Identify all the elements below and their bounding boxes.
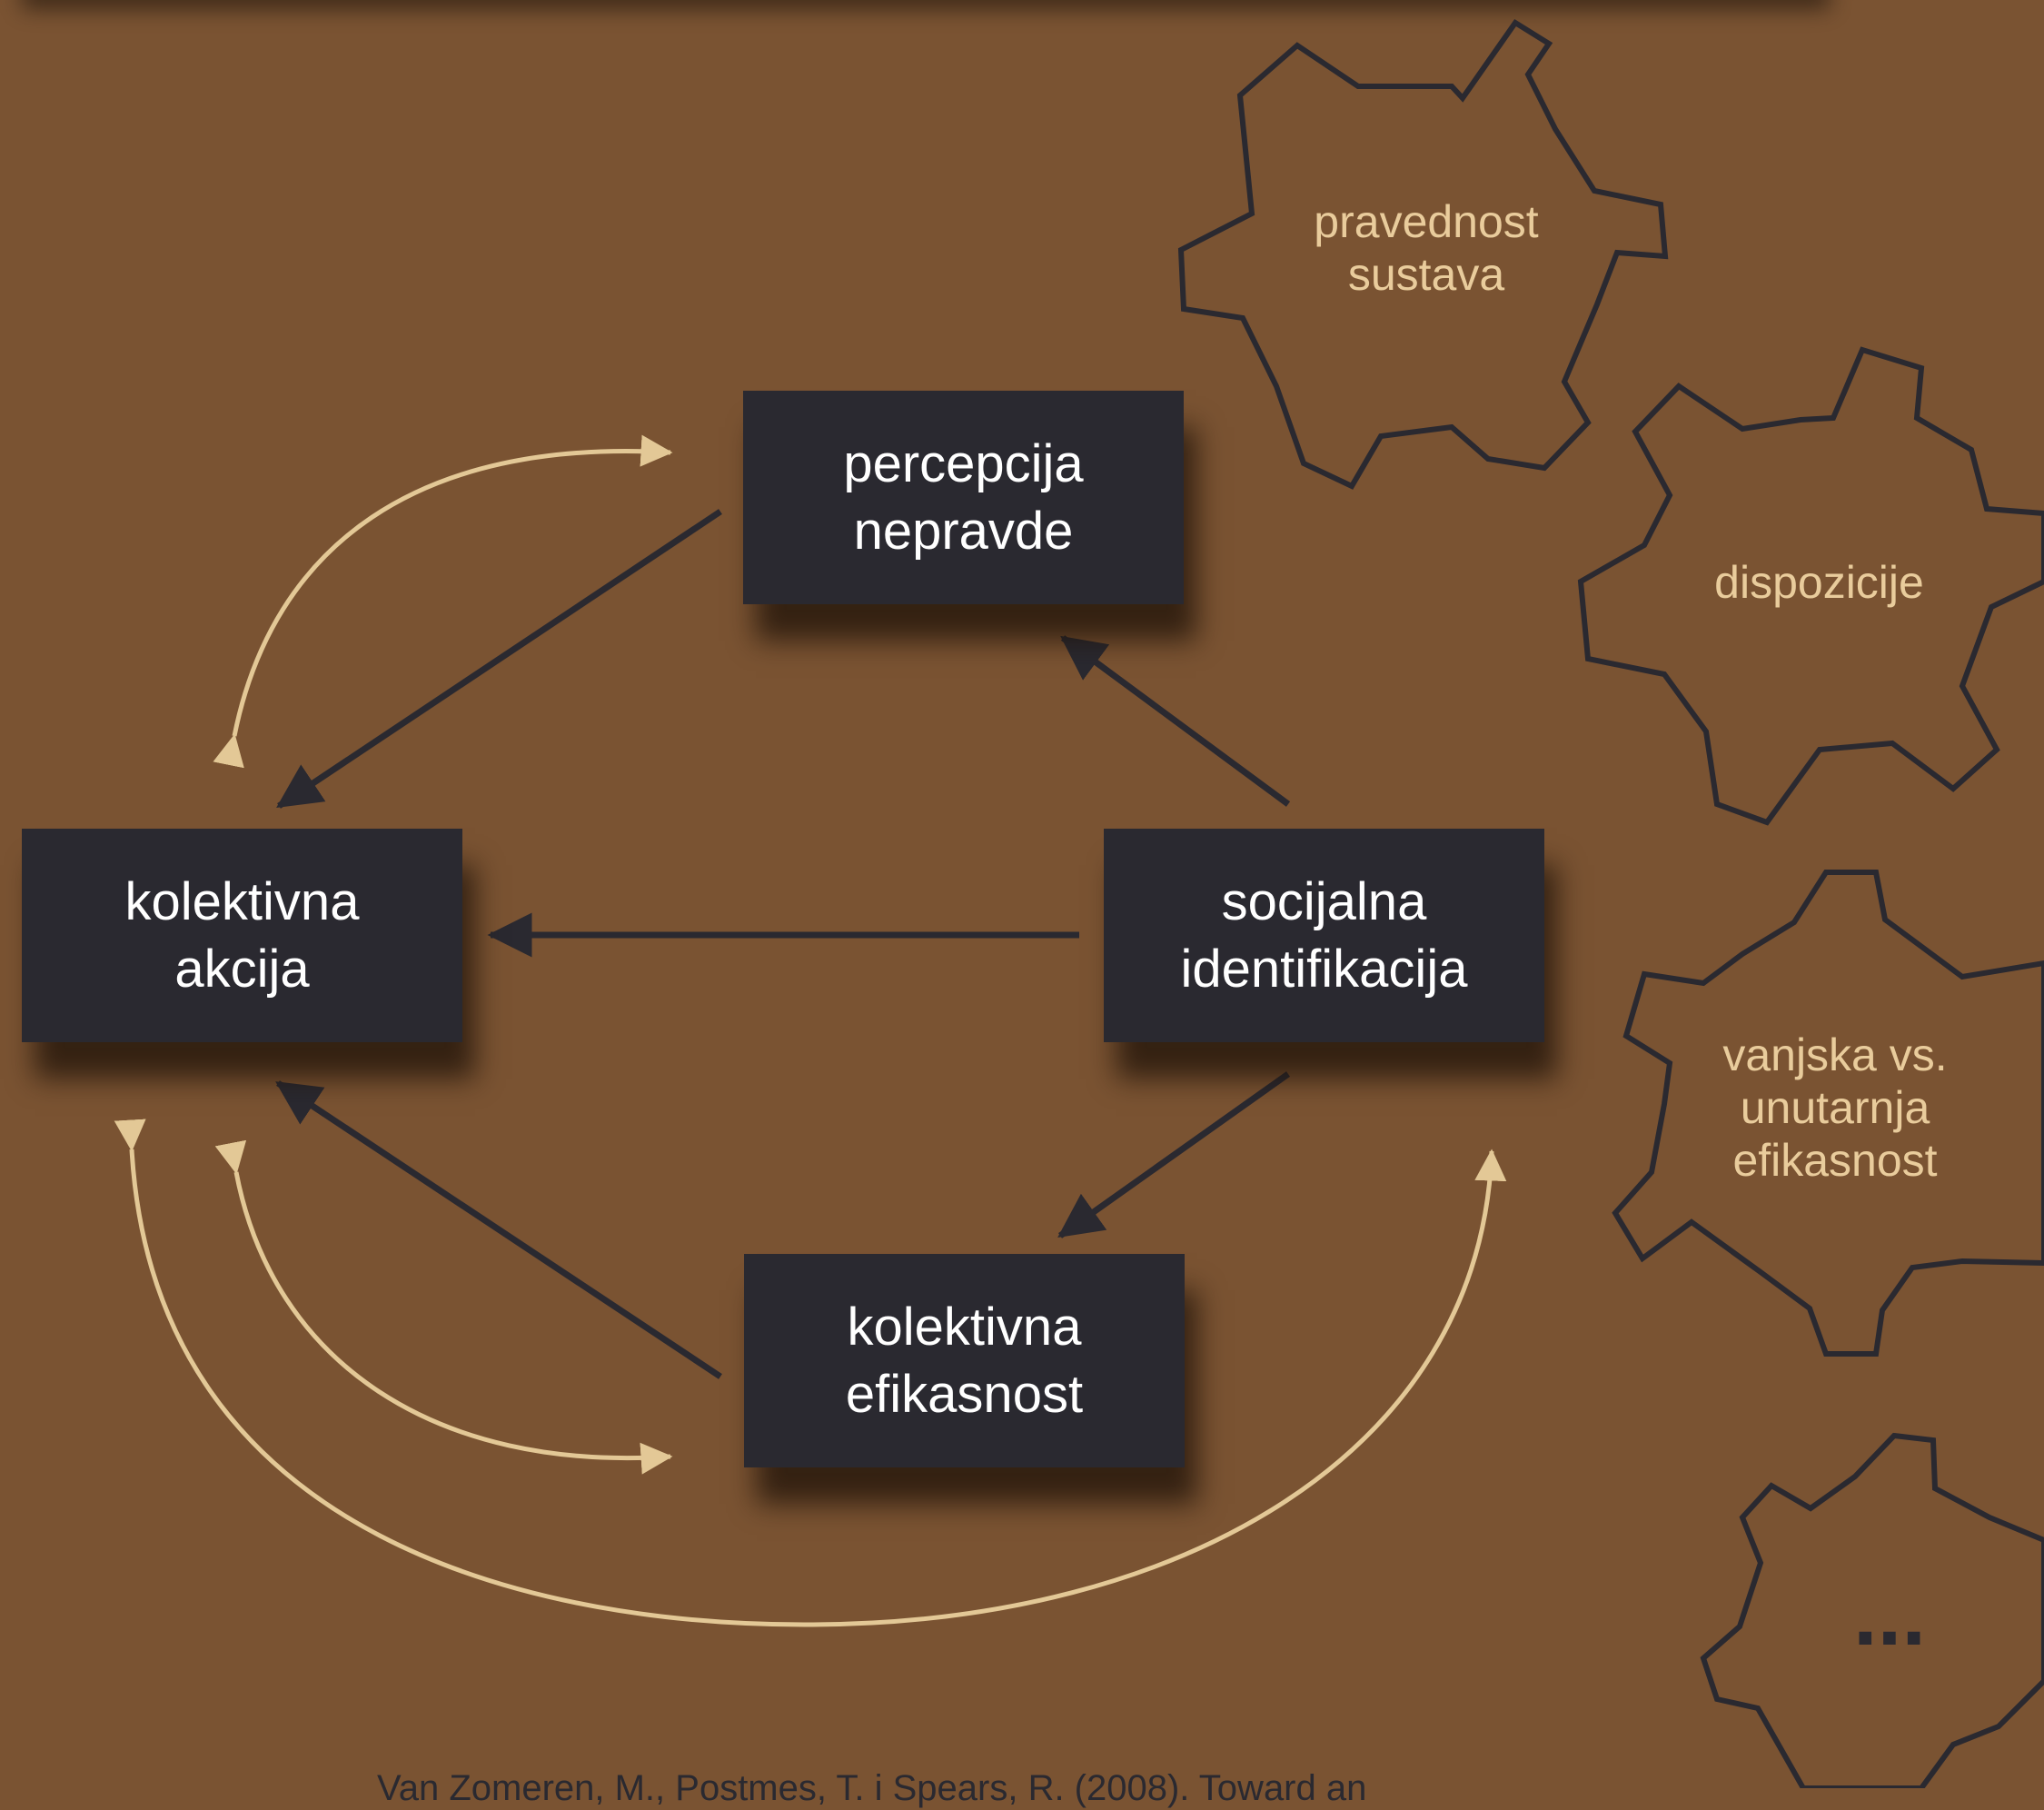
curve-percepcija-akcija: [213, 434, 673, 769]
arrow-identifikacija-to-efikasnost: [1057, 1071, 1291, 1238]
top-shadow-bar: [22, 0, 1830, 9]
citation-text: Van Zomeren, M., Postmes, T. i Spears, R…: [377, 1768, 1367, 1808]
node-kolektivna-efikasnost: kolektivna efikasnost: [744, 1254, 1185, 1467]
node-socijalna-identifikacija: socijalna identifikacija: [1104, 829, 1544, 1042]
gear-label-more: ...: [1852, 1566, 1926, 1664]
arrow-efikasnost-to-akcija: [275, 1080, 722, 1379]
gear-label-dispozicije: dispozicije: [1714, 557, 1924, 608]
gear-more: [1700, 1432, 2044, 1788]
gear-dispozicije: [1577, 346, 2044, 826]
gear-pravednost: [1177, 18, 1669, 490]
gear-label-pravednost: pravednost sustava: [1314, 196, 1539, 300]
curve-efikasnost-akcija: [214, 1139, 673, 1475]
arrow-percepcija-to-akcija: [276, 509, 722, 809]
gear-label-vanjska: vanjska vs. unutarnja efikasnost: [1722, 1029, 1948, 1186]
node-percepcija-nepravde: percepcija nepravde: [743, 391, 1184, 604]
arrow-identifikacija-to-percepcija: [1060, 635, 1291, 807]
node-kolektivna-akcija: kolektivna akcija: [22, 829, 462, 1042]
gear-vanjska: [1612, 870, 2044, 1357]
curve-akcija-identifikacija: [114, 1119, 1507, 1627]
